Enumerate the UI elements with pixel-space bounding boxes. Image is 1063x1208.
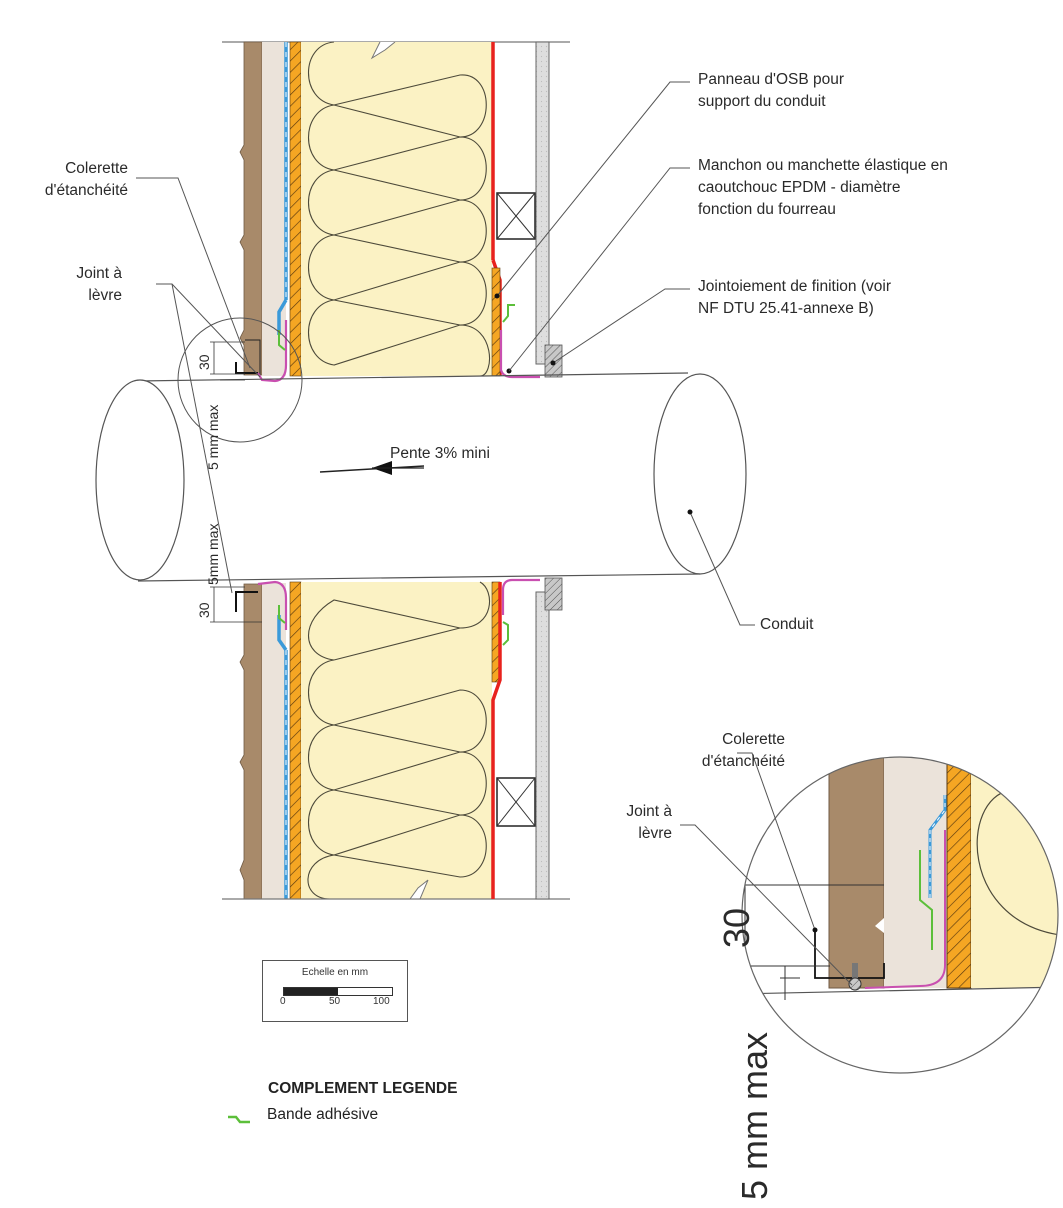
label-line: Joint à: [76, 265, 122, 282]
scale-bar-box: Echelle en mm 0 50 100: [262, 960, 408, 1022]
conduit-pipe: [95, 372, 747, 582]
break-symbol-top: [370, 41, 396, 60]
scale-bar: [283, 987, 393, 996]
insulation: [301, 42, 492, 376]
upper-wall: [222, 41, 570, 383]
label-line: Jointoiement de finition (voir: [698, 278, 891, 295]
break-symbol-bottom: [409, 879, 429, 900]
legend-title: COMPLEMENT LEGENDE: [268, 1080, 458, 1097]
leader-lines: [136, 81, 755, 626]
gypsum-upper: [535, 41, 550, 365]
scale-title: Echelle en mm: [301, 967, 369, 978]
epdm-sleeve-collar-upper: [257, 320, 288, 383]
label-line: d'étanchéité: [701, 753, 785, 770]
dim-lower-height: 30: [196, 602, 212, 618]
label-line: Manchon ou manchette élastique en: [698, 157, 948, 174]
label-conduit: Conduit: [760, 616, 814, 633]
dim-upper-height: 30: [196, 354, 212, 370]
label-line: fonction du fourreau: [698, 201, 836, 218]
scale-tick: 100: [373, 996, 390, 1007]
wood-cladding: [239, 41, 263, 376]
green-tape-icon: [228, 1115, 250, 1124]
dimension-lines: [210, 341, 262, 623]
label-line: Colerette: [722, 731, 785, 748]
label-line: Joint à: [626, 803, 672, 820]
label-epdm-sleeve: Manchon ou manchette élastique en caoutc…: [698, 155, 948, 221]
label-line: d'étanchéité: [44, 182, 128, 199]
label-lip-joint: Joint à lèvre: [38, 263, 122, 307]
label-line: lèvre: [88, 287, 122, 304]
detail-dim-gap: 5 mm max: [734, 1031, 775, 1200]
label-collar: Colerette d'étanchéité: [38, 158, 128, 202]
air-gap: [262, 42, 286, 376]
detail-label-lip-joint: Joint à lèvre: [600, 801, 672, 845]
dim-upper-gap: 5 mm max: [205, 404, 221, 470]
scale-tick: 0: [280, 996, 286, 1007]
label-line: NF DTU 25.41-annexe B): [698, 300, 874, 317]
dim-lower-gap: 5mm max: [205, 523, 221, 585]
insulation-loops: [307, 41, 491, 377]
legend-item-tape: Bande adhésive: [267, 1106, 379, 1123]
label-line: Colerette: [65, 160, 128, 177]
label-finishing-joint: Jointoiement de finition (voir NF DTU 25…: [698, 276, 891, 320]
label-line: lèvre: [638, 825, 672, 842]
detail-circle-marker: [177, 317, 303, 443]
slope-arrow: [319, 465, 425, 473]
label-osb-panel: Panneau d'OSB pour support du conduit: [698, 69, 844, 113]
osb-support-upper: [491, 267, 501, 377]
label-line: Panneau d'OSB pour: [698, 71, 845, 88]
scale-tick: 50: [329, 996, 341, 1007]
label-line: caoutchouc EPDM - diamètre: [698, 179, 901, 196]
label-slope: Pente 3% mini: [390, 445, 490, 462]
detail-label-collar: Colerette d'étanchéité: [650, 729, 785, 773]
lower-wall: [222, 577, 570, 900]
wood-cladding-lower: [239, 583, 263, 900]
label-line: support du conduit: [698, 93, 826, 110]
detail-dim-height: 30: [716, 907, 757, 948]
osb-exterior: [289, 41, 302, 377]
